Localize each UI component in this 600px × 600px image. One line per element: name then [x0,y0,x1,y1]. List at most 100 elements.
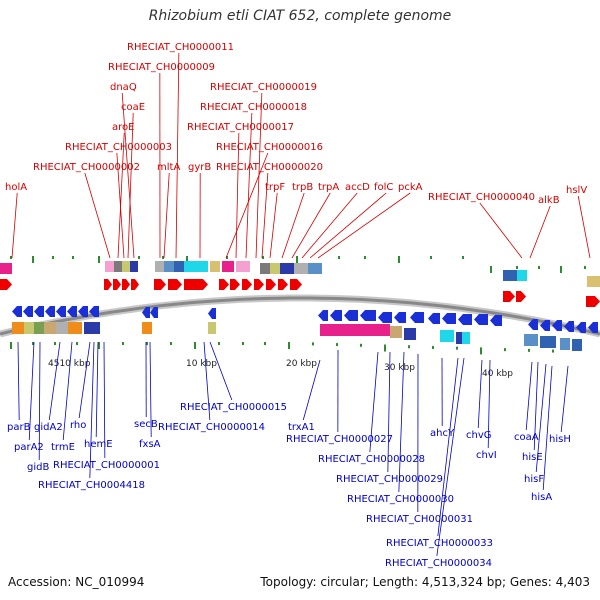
gene-block [308,263,322,274]
bottom-gene-label: RHECIAT_CH0000031 [366,353,473,525]
top-gene-label: RHECIAT_CH0000009 [108,62,215,259]
top-gene-label: RHECIAT_CH0000020 [216,162,323,259]
gene-block [114,261,122,272]
gene-block [155,261,164,272]
reverse-gene-arrow [23,306,33,317]
gene-label-text: RHECIAT_CH0000003 [65,142,172,153]
leader-line [175,52,180,259]
scale-tick [432,345,434,349]
top-gene-label: accD [301,182,370,259]
reverse-gene-arrow [78,306,88,317]
top-gene-label: folC [309,182,393,259]
gene-label-text: RHECIAT_CH0000027 [286,434,393,445]
leader-line [116,152,125,259]
leader-line [387,351,391,473]
gene-label-text: hisA [531,492,552,503]
accession-label: Accession: NC_010994 [8,575,145,589]
leader-line [209,341,233,401]
bottom-gene-label: gidA2 [34,341,63,433]
bottom-gene-label: secB [134,341,158,430]
bottom-gene-label: RHECIAT_CH0000029 [336,351,443,485]
leader-line [477,359,483,429]
top-gene-label: RHECIAT_CH0000002 [33,162,140,259]
scale-label: 30 kbp [384,363,415,373]
reverse-gene-arrow [394,312,406,323]
scale-tick [54,342,56,345]
gene-block [236,261,250,272]
gene-block [68,322,82,334]
leader-line [225,152,269,259]
forward-gene-arrow [154,279,166,290]
leader-line [560,365,569,433]
scale-tick [32,342,34,345]
forward-gene-arrow [266,279,276,290]
top-gene-label: aroE [112,122,134,259]
gene-label-text: trpF [265,182,285,193]
gene-block [462,332,470,344]
reverse-gene-arrow [552,320,562,331]
top-gene-label: RHECIAT_CH0000019 [210,82,317,259]
leader-line [479,202,523,259]
leader-line [17,341,20,421]
leader-line [302,359,321,421]
bottom-gene-label: RHECIAT_CH0000027 [286,349,393,445]
bottom-gene-label: RHECIAT_CH0000028 [318,351,425,465]
gene-label-text: coaE [121,102,145,113]
reverse-gene-arrow [564,321,574,332]
gene-label-text: RHECIAT_CH0000015 [180,402,287,413]
scale-tick [456,346,458,350]
bottom-gene-label: parB [7,341,31,433]
scale-tick [552,349,554,353]
gene-block [560,338,570,350]
leader-line [317,192,411,259]
top-gene-label: RHECIAT_CH0000011 [127,42,234,259]
gene-label-text: RHECIAT_CH0000029 [336,474,443,485]
bottom-gene-label: parA2 [14,341,44,453]
gene-label-text: alkB [538,195,560,206]
top-gene-label: coaE [121,102,145,259]
gene-block [84,322,100,334]
scale-tick [408,345,410,349]
leader-line [11,192,18,259]
gene-label-text: RHECIAT_CH0004418 [38,480,145,491]
bottom-gene-label: fxsA [139,341,161,450]
top-gene-label: RHECIAT_CH0000003 [65,142,172,259]
top-gene-label: RHECIAT_CH0000018 [200,102,307,259]
leader-line [269,192,278,259]
leader-line [28,341,35,441]
scale-tick [296,256,298,263]
gene-label-text: parB [7,422,31,433]
gene-block [208,322,216,334]
top-gene-label: trpF [265,182,285,259]
reverse-gene-arrow [540,320,550,331]
leader-line [291,192,331,259]
gene-block [390,326,402,338]
top-gene-label: alkB [529,195,560,259]
gene-label-text: RHECIAT_CH0000011 [127,42,234,53]
reverse-gene-arrow [150,307,158,318]
gene-block [56,322,68,334]
gene-label-text: RHECIAT_CH0000030 [347,494,454,505]
gene-label-text: trpA [318,182,339,193]
forward-gene-arrow [516,291,526,302]
scale-tick [10,256,12,259]
forward-gene-arrow [503,291,515,302]
gene-label-text: hemE [84,439,113,450]
scale-tick [490,266,492,273]
leader-line [525,361,533,431]
forward-gene-arrow [219,279,229,290]
reverse-gene-arrow [474,314,488,325]
forward-gene-arrow [184,279,208,290]
scale-tick [194,342,196,349]
leader-line [542,365,553,491]
top-gene-label: trpA [291,182,339,259]
scale-label: 20 kbp [286,359,317,369]
gene-block [184,261,208,272]
scale-label: 40 kbp [482,369,513,379]
gene-label-text: mltA [157,162,180,173]
scale-tick [72,256,74,259]
bottom-gene-label: rho [70,341,91,431]
gene-block [270,263,280,274]
top-gene-label: RHECIAT_CH0000016 [216,142,323,259]
